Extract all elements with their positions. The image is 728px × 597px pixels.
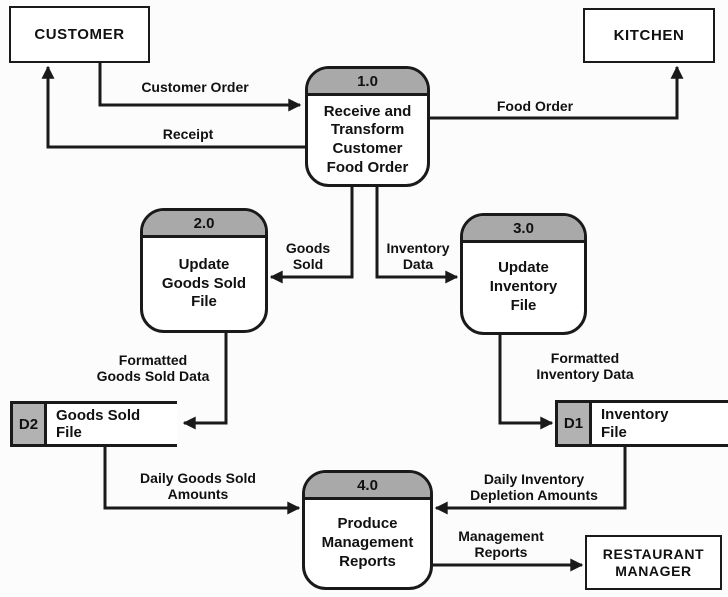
flow-goods-sold-line [269, 186, 354, 284]
process-4-produce-management-reports: 4.0 Produce Management Reports [302, 470, 433, 590]
flow-label-formatted-inventory-data: Formatted Inventory Data [536, 350, 634, 383]
flow-daily-inventory-depletion-line [434, 447, 627, 515]
flow-label-inventory-data: Inventory Data [386, 240, 450, 273]
process-2-name: Update Goods Sold File [161, 255, 247, 311]
flow-label-customer-order: Customer Order [141, 79, 249, 95]
datastore-d1-name: Inventory File [601, 406, 669, 441]
process-4-number: 4.0 [305, 473, 430, 500]
process-1-number: 1.0 [308, 69, 427, 96]
flow-label-management-reports: Management Reports [458, 528, 544, 561]
process-4-name: Produce Management Reports [321, 515, 414, 570]
process-2-update-goods-sold-file: 2.0 Update Goods Sold File [140, 208, 268, 333]
entity-kitchen: KITCHEN [583, 8, 715, 63]
flow-daily-goods-sold-line [103, 447, 301, 515]
process-3-update-inventory-file: 3.0 Update Inventory File [460, 213, 587, 335]
process-3-number: 3.0 [463, 216, 584, 243]
flow-label-food-order: Food Order [496, 98, 574, 114]
flow-receipt-line [41, 65, 305, 149]
datastore-d1-inventory-file: D1 Inventory File [555, 400, 728, 447]
flow-label-goods-sold: Goods Sold [285, 240, 331, 273]
flow-label-daily-goods-sold-amounts: Daily Goods Sold Amounts [140, 470, 256, 503]
datastore-d1-tag: D1 [555, 403, 592, 444]
flow-customer-order-line [98, 63, 302, 112]
flow-label-daily-inventory-depletion-amounts: Daily Inventory Depletion Amounts [470, 471, 598, 504]
datastore-d2-name: Goods Sold File [56, 406, 141, 441]
entity-customer: CUSTOMER [9, 6, 150, 63]
flow-formatted-goods-sold-line [182, 333, 228, 430]
process-3-name: Update Inventory File [489, 259, 558, 314]
process-1-receive-transform-order: 1.0 Receive and Transform Customer Food … [305, 66, 430, 187]
datastore-d2-goods-sold-file: D2 Goods Sold File [10, 401, 177, 447]
flow-label-formatted-goods-sold-data: Formatted Goods Sold Data [96, 352, 210, 385]
flow-label-receipt: Receipt [162, 126, 214, 142]
process-2-number: 2.0 [143, 211, 265, 238]
flow-food-order-line [430, 65, 684, 120]
flow-formatted-inventory-line [498, 335, 554, 430]
process-1-name: Receive and Transform Customer Food Orde… [323, 102, 412, 176]
flow-inventory-data-line [375, 186, 459, 284]
datastore-d2-tag: D2 [10, 404, 47, 444]
entity-restaurant-manager: RESTAURANT MANAGER [585, 535, 722, 590]
